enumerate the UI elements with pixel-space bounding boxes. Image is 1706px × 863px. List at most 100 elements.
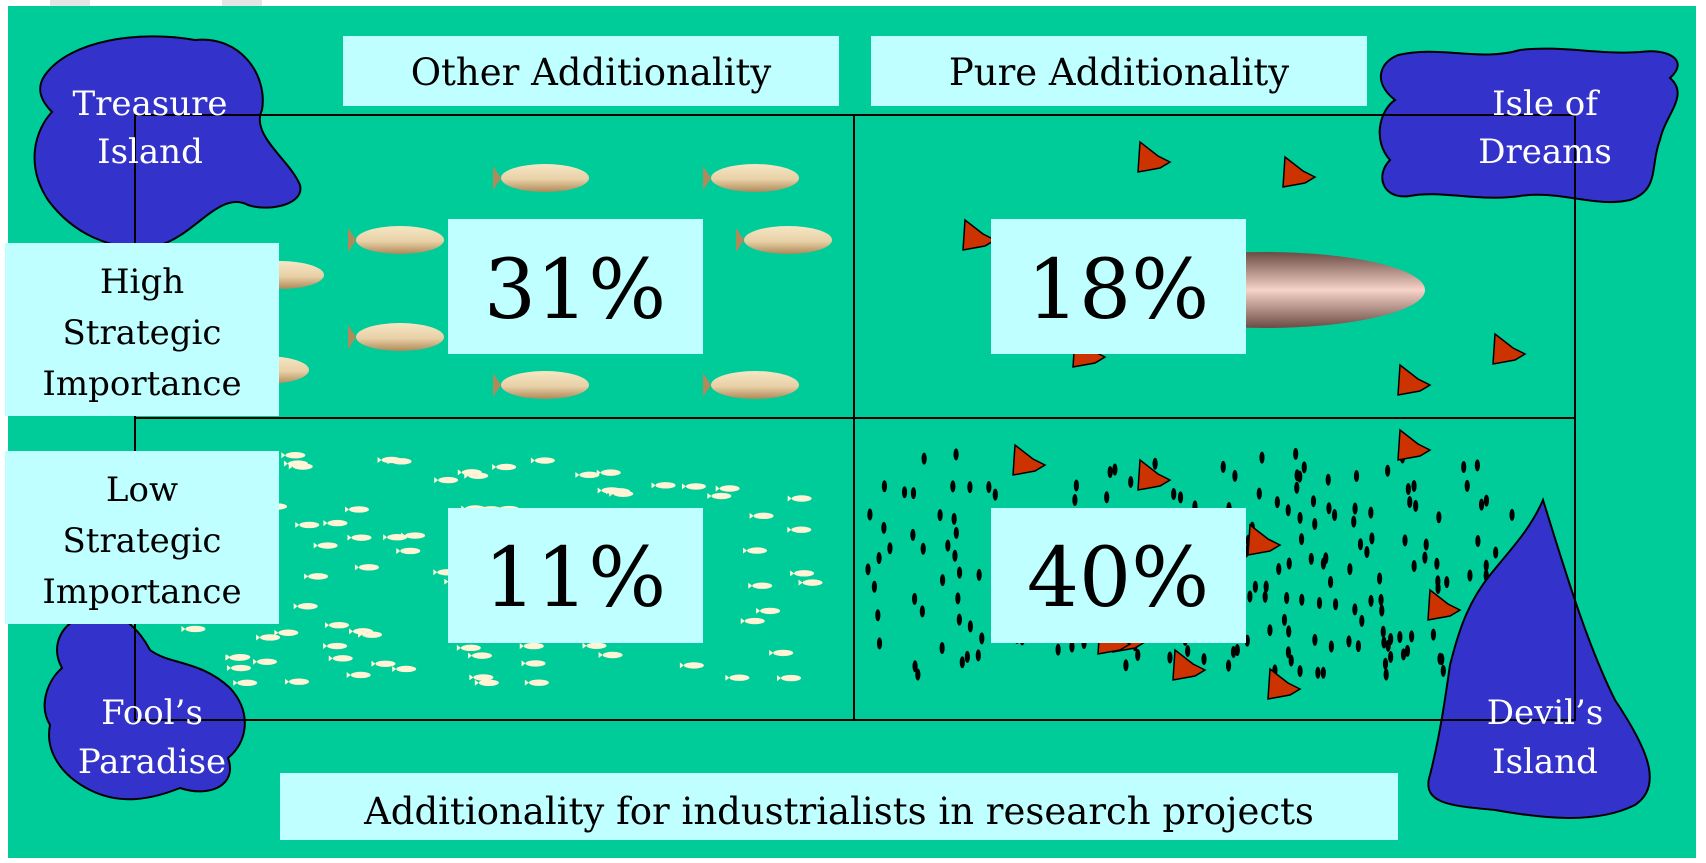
plankton-dot [1467,569,1473,582]
plankton-dot [945,539,951,552]
tiny-fish-icon [777,674,802,682]
plankton-dot [1378,593,1384,606]
plankton-dot [1323,552,1329,565]
plankton-dot [992,488,998,501]
tiny-fish-icon [181,625,206,633]
value-low-pure: 40% [1027,531,1209,626]
plankton-dot [876,552,882,565]
plankton-dot [1388,650,1394,663]
tiny-fish-icon [328,655,353,662]
rock-icon [1172,648,1207,681]
toolbar-tab [222,0,262,6]
row-low-line-3: Importance [42,572,241,612]
tiny-fish-icon [748,582,773,589]
plankton-dot [887,542,893,555]
plankton-dot [1286,625,1292,638]
isle-of-dreams-shape [1378,47,1679,204]
tiny-fish-icon [313,542,338,549]
plankton-dot [939,574,946,587]
plankton-dot [1267,624,1273,637]
plankton-dot [1461,460,1467,473]
plankton-dot [1069,640,1075,653]
rocks [962,140,1527,700]
value-low-other: 11% [484,531,666,626]
plankton-dot [1107,465,1113,478]
plankton-dot [1104,491,1110,504]
plankton-dot [1252,580,1258,593]
plankton-dot [1385,464,1391,477]
tiny-fish-icon [283,460,308,467]
plankton-dot [953,448,959,461]
plankton-dot [1185,645,1191,658]
tiny-fish-icon [285,678,310,685]
value-high-pure: 18% [1027,243,1209,338]
plankton-dot [1407,496,1413,509]
plankton-dot [1478,498,1485,511]
plankton-dot [1256,487,1262,500]
plankton-dot [1435,575,1441,588]
plankton-dot [1201,653,1207,666]
tiny-fish-icon [575,471,600,479]
tiny-fish-icon [457,469,482,476]
tiny-fish-icon [434,476,459,484]
plankton-dot [1332,598,1339,611]
plankton-dot [1128,475,1134,488]
plankton-dot [910,528,916,541]
plankton-dot [950,480,956,493]
tiny-fish-icon [524,679,549,686]
plankton-dot [1281,613,1288,626]
plankton-dot [1297,470,1303,483]
tiny-fish-icon [492,463,517,471]
tiny-fish-icon [681,483,706,490]
plankton-dot [921,452,927,465]
plankton-dot [967,481,973,494]
rock-icon [1427,588,1462,621]
plankton-dot [1369,532,1375,545]
plankton-dot [1123,659,1129,672]
tiny-fish-icon [456,644,481,652]
plankton-dot [1327,575,1334,588]
plankton-dot [1402,534,1408,547]
plankton-dot [915,668,921,681]
plankton-dot [1383,668,1389,681]
plankton-dot [1405,482,1411,495]
plankton-dot [1315,666,1321,679]
tiny-fish-icon [787,526,812,533]
plankton-dot [956,566,963,579]
plankton-dot [1411,559,1417,572]
rock-icon [1397,428,1432,461]
row-high-line-2: Strategic [63,313,222,353]
tiny-fish-icon [743,547,768,554]
plankton-dot [1444,576,1450,589]
plankton-dot [1404,644,1411,657]
plankton-dot [979,632,985,645]
plankton-dot [875,609,881,622]
plankton-dot [1232,469,1238,482]
row-low-line-1: Low [106,470,178,510]
plankton-dot [920,542,926,555]
footer-caption: Additionality for industrialists in rese… [280,773,1398,840]
plankton-dot [1274,496,1280,509]
plankton-dot [1346,635,1352,648]
plankton-dot [1316,596,1323,609]
row-low-line-2: Strategic [63,521,222,561]
plankton-dot [953,526,959,539]
quadrant-high-pure: 18% [991,219,1246,354]
fish-icon [703,164,799,192]
plankton-dot [956,613,962,626]
plankton-dot [865,563,871,576]
tiny-fish-icon [226,664,251,672]
plankton-dot [1331,509,1338,522]
tiny-fish-icon [392,665,417,673]
plankton-dot [871,580,877,593]
svg-text:Island: Island [1492,742,1598,782]
treasure-island-label: Treasure Island [72,84,227,172]
plankton-dot [1072,494,1078,507]
plankton-dot [867,508,873,521]
plankton-dot [1351,515,1357,528]
svg-text:Dreams: Dreams [1478,132,1612,172]
tiny-fish-icon [787,495,812,502]
tiny-fish-icon [281,452,306,459]
plankton-dot [986,480,992,493]
quadrant-grid [134,114,1576,721]
